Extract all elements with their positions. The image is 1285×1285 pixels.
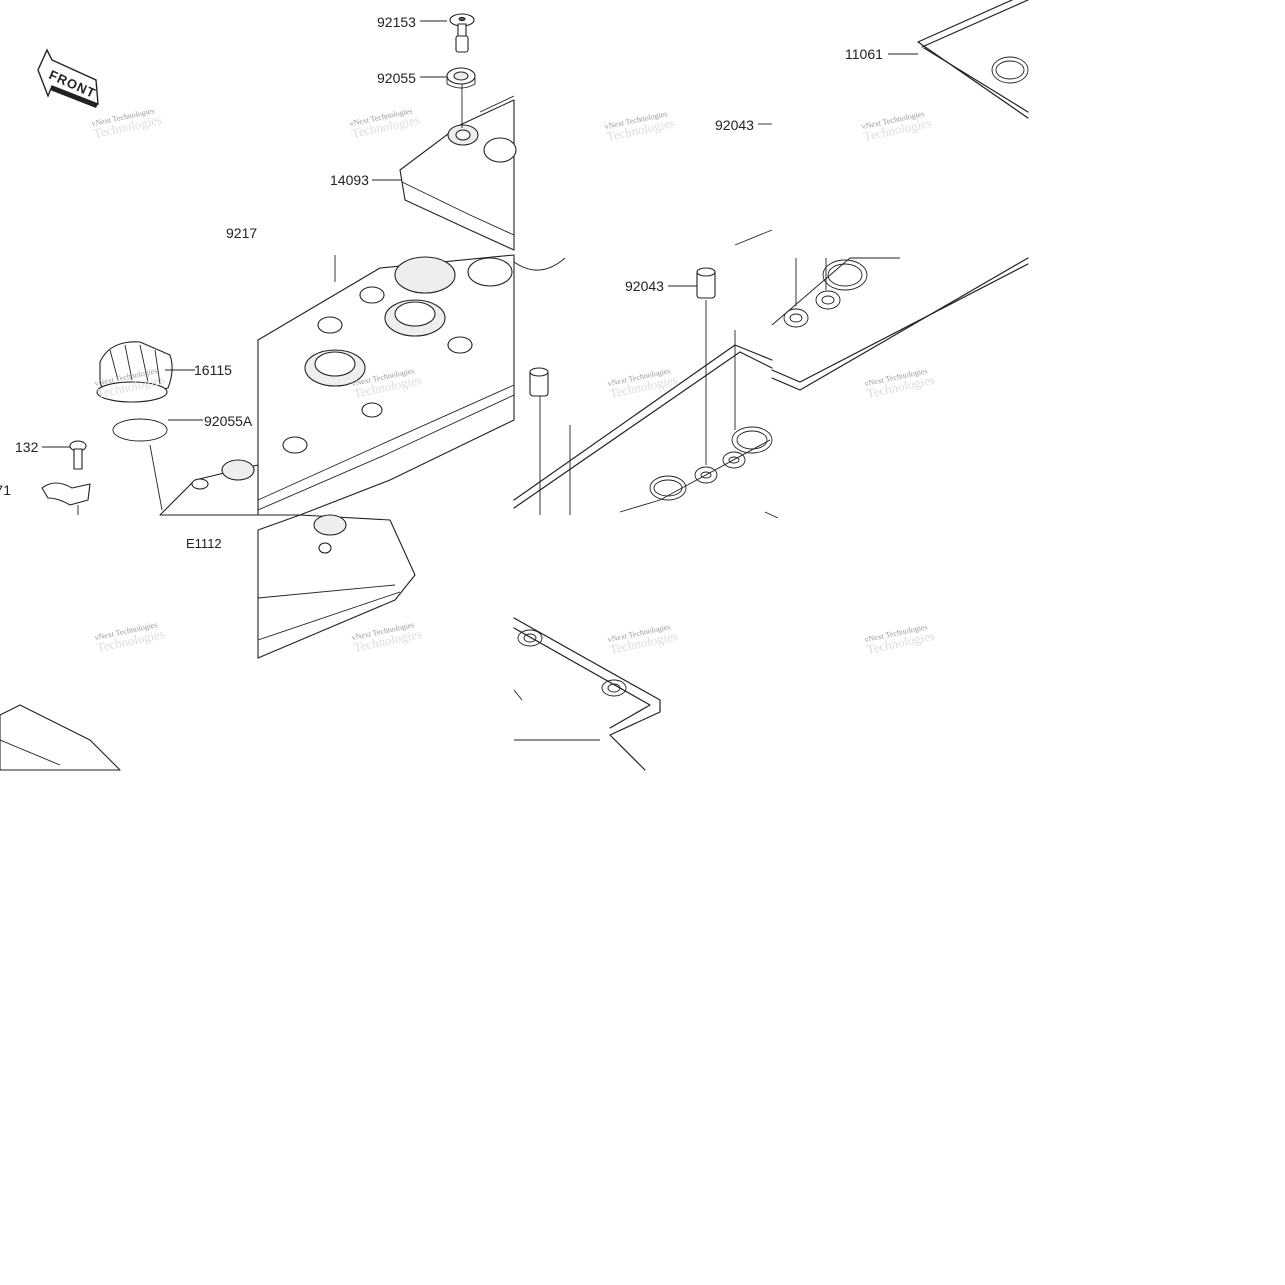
- washer-92055-icon: [446, 67, 476, 89]
- part-label-92043-lower[interactable]: 92043: [625, 278, 664, 294]
- cover-bottom-fragment: [0, 704, 121, 771]
- part-label-92055A[interactable]: 92055A: [204, 413, 253, 429]
- bolt-132-icon: [69, 440, 87, 470]
- part-label-9217[interactable]: 9217: [226, 225, 258, 241]
- part-label-132[interactable]: 132: [15, 439, 39, 455]
- part-label-92055[interactable]: 92055: [377, 70, 416, 86]
- bolt-92153-icon: [449, 13, 475, 53]
- gasket-center: [513, 229, 773, 515]
- part-label-E1112[interactable]: E1112: [186, 536, 222, 551]
- part-label-14093[interactable]: 14093: [330, 172, 369, 188]
- part-label-16115[interactable]: 16115: [194, 362, 232, 378]
- oil-filler-cap-16115-icon: [96, 341, 173, 403]
- cylinder-head-cover-main: [257, 254, 515, 516]
- leader-lines: [42, 20, 918, 448]
- gasket-middle-right: [771, 257, 1029, 391]
- part-label-71[interactable]: 71: [0, 482, 11, 498]
- gasket-11061-top: [917, 0, 1029, 119]
- cylinder-head-cover-top: [399, 95, 517, 251]
- cylinder-head-cover-lower: [257, 514, 416, 659]
- part-label-92043-upper[interactable]: 92043: [715, 117, 754, 133]
- front-direction-arrow-icon: FRONT: [37, 48, 99, 108]
- o-ring-92055A-icon: [112, 418, 168, 442]
- clamp-71-icon: [41, 482, 91, 515]
- gasket-bottom-center: [513, 511, 779, 771]
- part-label-11061[interactable]: 11061: [845, 46, 883, 62]
- part-label-92153[interactable]: 92153: [377, 14, 416, 30]
- cover-left-fragment: [159, 459, 259, 516]
- dowel-92043-a-icon: [696, 267, 716, 299]
- dowel-92043-b-icon: [529, 367, 549, 397]
